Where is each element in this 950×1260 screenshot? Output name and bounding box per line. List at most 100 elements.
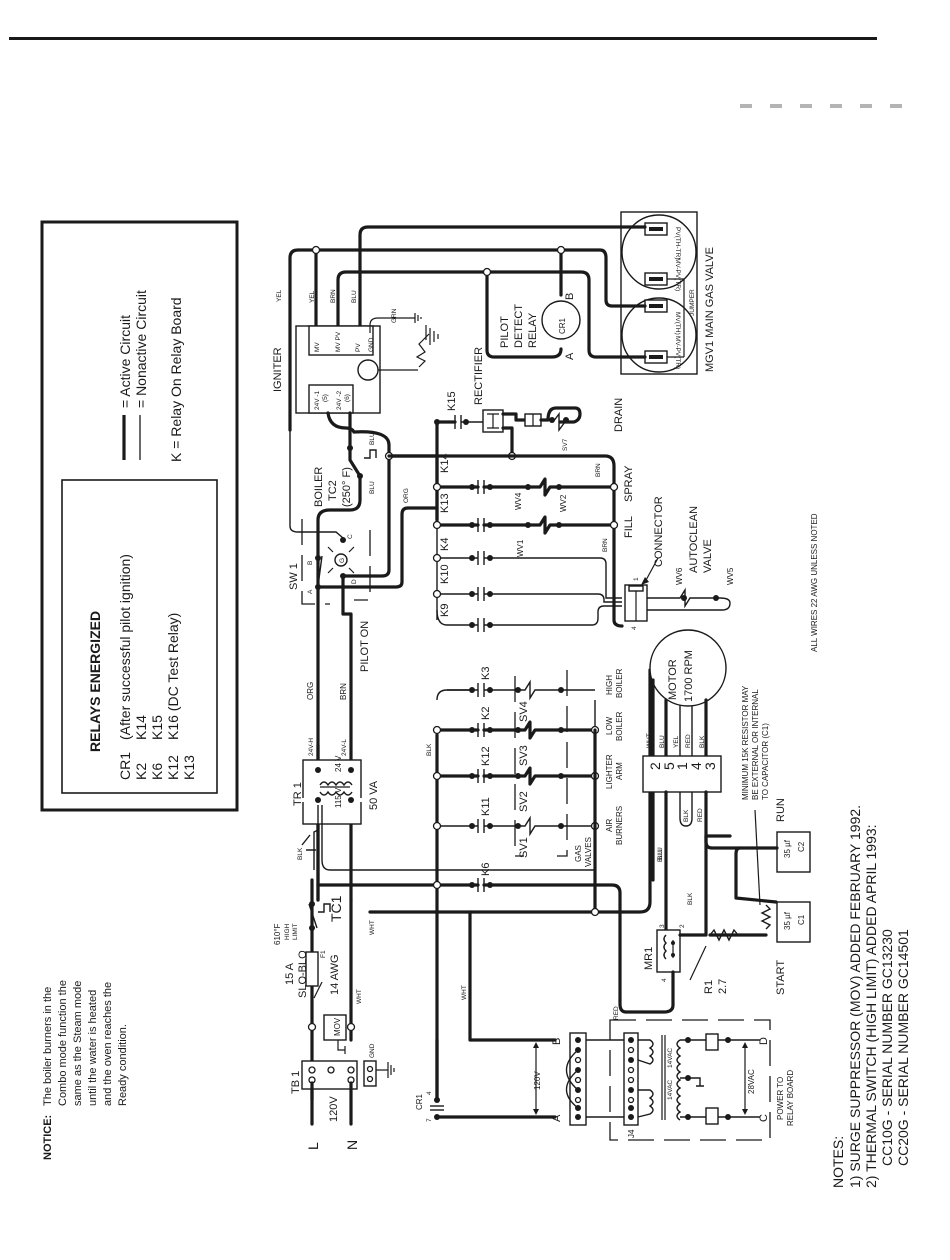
- boiler-tc-line-1: BOILER: [313, 467, 325, 507]
- wv4-label: WV4: [514, 492, 523, 510]
- gv-terminal-3: MV(TH): [674, 312, 681, 335]
- wire-gauge-note: ALL WIRES 22 AWG UNLESS NOTED: [810, 513, 819, 652]
- notes-title: NOTES:: [830, 1136, 846, 1188]
- j4-label: J4: [627, 1129, 636, 1138]
- sv3-desc-1: LOW: [605, 716, 614, 735]
- igniter-term-mv-pv: MV PV: [335, 331, 342, 352]
- wire-label-blu: BLU: [351, 290, 358, 303]
- k6-label: K6: [480, 863, 492, 876]
- boiler-tc-line-2: TC2: [327, 480, 339, 501]
- wv5-label: WV5: [726, 567, 735, 585]
- fuse-type: SLO-BLO: [297, 950, 309, 998]
- notes-block: NOTES: 1) SURGE SUPPRESSOR (MOV) ADDED F…: [810, 513, 911, 1188]
- motor-wire-blu: BLU: [659, 735, 666, 748]
- wire-label-brn: BRN: [330, 289, 337, 303]
- capacitor-c2: [776, 831, 811, 873]
- c2-id: C2: [797, 841, 806, 852]
- igniter-term-pv: PV: [355, 343, 362, 352]
- note-2-serial-cc20g: CC20G - SERIAL NUMBER GC14501: [895, 929, 911, 1166]
- water-valve-rungs: K14 K13 K4 K10 K9 WV4 WV2 WV1 BRN BRN SP…: [387, 453, 735, 632]
- resistor-note-3: TO CAPACITOR (C1): [761, 723, 770, 800]
- sv3-desc-2: BOILER: [615, 711, 624, 741]
- sw1-label: SW 1: [288, 563, 300, 590]
- gas-valves-line-1: GAS: [574, 845, 583, 862]
- vac-14-upper: 14VAC: [667, 1048, 674, 1068]
- boiler-thermostat-and-switch: BOILER TC2 (250° F) BLU BLU ORG SW 1 A B…: [288, 411, 439, 902]
- mov-label: MOV: [333, 1017, 342, 1036]
- rectifier-label: RECTIFIER: [473, 347, 485, 405]
- cr1-contact-label: CR1: [415, 1093, 424, 1110]
- wire-label-wht-tc: WHT: [369, 920, 376, 935]
- notice-line-3: same as the Steam mode: [72, 981, 84, 1106]
- gas-valve-rungs: K3 K2 K12 K11 K6 SV4 SV3 SV2 SV1 GAS VAL…: [316, 667, 652, 1102]
- wire-label-blu-mr1: BLU: [657, 849, 664, 862]
- r1-value: 2.7: [717, 979, 729, 994]
- sv2-desc-2: ARM: [615, 762, 624, 780]
- relay-power-line-1: POWER TO: [776, 1077, 785, 1120]
- sv1-desc-2: BURNERS: [615, 806, 624, 845]
- motor: [649, 629, 727, 707]
- motor-wire-yel: YEL: [673, 735, 680, 748]
- k11-label: K11: [480, 797, 492, 816]
- r1-label: R1: [703, 980, 715, 994]
- mr1-pin-3: 3: [659, 924, 666, 928]
- igniter-24v1-pin: (5): [322, 394, 329, 402]
- wv1-label: WV1: [516, 539, 525, 557]
- pilot-relay-line-2: DETECT: [513, 304, 525, 348]
- k12-label: K12: [480, 746, 492, 766]
- top-wiring: CR1 B A PILOT DETECT RELAY YEL YEL BRN B…: [276, 225, 647, 432]
- motor-wire-red: RED: [685, 734, 692, 748]
- gnd-terminal: [363, 1060, 377, 1087]
- wire-label-blu-tc-upper: BLU: [369, 432, 376, 445]
- tc1-limit-line-2: HIGH: [284, 923, 291, 940]
- fuse-awg: 14 AWG: [329, 954, 341, 995]
- note-1: 1) SURGE SUPPRESSOR (MOV) ADDED FEBRUARY…: [847, 805, 863, 1188]
- sw1-a: A: [307, 589, 314, 594]
- relay-row-4-id: K12: [165, 755, 181, 780]
- wv2-label: WV2: [559, 494, 568, 512]
- wire-label-wht-tb: WHT: [356, 989, 363, 1004]
- relay-row-2-note: K14: [133, 715, 149, 740]
- cr1-contact-pin-7: 7: [426, 1118, 433, 1122]
- wire-label-wht-j4: WHT: [461, 985, 468, 1000]
- motor-pin-2: 5: [661, 762, 677, 770]
- c1-id: C1: [797, 914, 806, 925]
- gnd-label: GND: [369, 1043, 376, 1058]
- motor-wire-blk: BLK: [699, 735, 706, 748]
- connector-label: CONNECTOR: [653, 496, 665, 567]
- mr1-pin-4: 4: [661, 978, 668, 982]
- relay-row-1-note: (After successful pilot ignition): [117, 554, 133, 740]
- igniter-24v2-pin: (6): [344, 394, 351, 402]
- sv1-label: SV1: [518, 837, 530, 858]
- k3-label: K3: [480, 667, 492, 680]
- mr1-relay: [656, 929, 681, 973]
- motor-pin-1: 2: [647, 762, 663, 770]
- motor-pin-3: 1: [674, 762, 690, 770]
- capacitor-c1: [776, 901, 811, 943]
- page-top-rule: [9, 37, 877, 40]
- gv-terminal-4: MV-PV(TR): [674, 336, 681, 369]
- connector-pin-1: 1: [633, 577, 640, 581]
- motor-wire-wht: WHT: [646, 733, 653, 748]
- wire-label-blk-tr: BLK: [297, 847, 304, 860]
- sv4-desc-1: HIGH: [605, 675, 614, 695]
- sw1-d: D: [351, 579, 358, 584]
- fuse-id: F1: [320, 950, 327, 958]
- wire-label-blk-motor: BLK: [683, 809, 690, 822]
- mr1-pin-2: 2: [679, 924, 686, 928]
- gv-terminal-2: MV-PV(TR): [674, 258, 681, 291]
- faint-page-header: [740, 104, 920, 108]
- notice-block: NOTICE: The boiler burners in the Combo …: [42, 980, 129, 1160]
- wire-label-brn-tr: BRN: [339, 683, 348, 700]
- tb1-terminal-block: [301, 1060, 358, 1090]
- tc1-label: TC1: [328, 895, 344, 922]
- j4-a: A: [551, 1114, 563, 1122]
- sv4-label: SV4: [518, 701, 530, 722]
- igniter-24v2: 24V -2: [336, 390, 343, 410]
- notice-line-1: The boiler burners in the: [42, 987, 54, 1106]
- motor-terminal-block: [642, 755, 722, 793]
- tr1-label: TR 1: [292, 782, 304, 806]
- wire-label-brn-spray: BRN: [595, 463, 602, 477]
- autoclean-line-1: AUTOCLEAN: [688, 506, 700, 573]
- tb1-label: TB 1: [290, 1071, 302, 1094]
